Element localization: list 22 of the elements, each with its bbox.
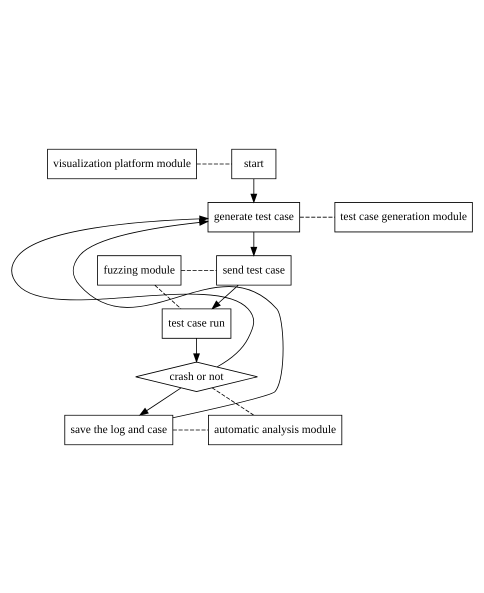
arrow	[211, 284, 239, 310]
arrow	[250, 178, 258, 204]
node-box: test case run	[162, 308, 232, 338]
connector	[172, 429, 209, 430]
node-box: fuzzing module	[97, 254, 182, 286]
arrow	[138, 387, 182, 416]
node-box: send test case	[216, 254, 292, 286]
arrow	[72, 218, 284, 418]
node-box: generate test case	[208, 202, 300, 232]
node-diamond: crash or not	[135, 361, 258, 392]
connector	[212, 386, 254, 416]
arrow	[193, 338, 200, 363]
node-box: start	[231, 148, 276, 179]
node-box: save the log and case	[64, 414, 174, 445]
connector	[154, 284, 182, 309]
arrow	[250, 231, 258, 256]
connector	[180, 269, 217, 270]
connector	[196, 163, 232, 164]
connector	[299, 216, 336, 218]
node-box: visualization platform module	[47, 148, 197, 179]
node-box: automatic analysis module	[208, 414, 342, 445]
node-box: test case generation module	[334, 202, 473, 232]
